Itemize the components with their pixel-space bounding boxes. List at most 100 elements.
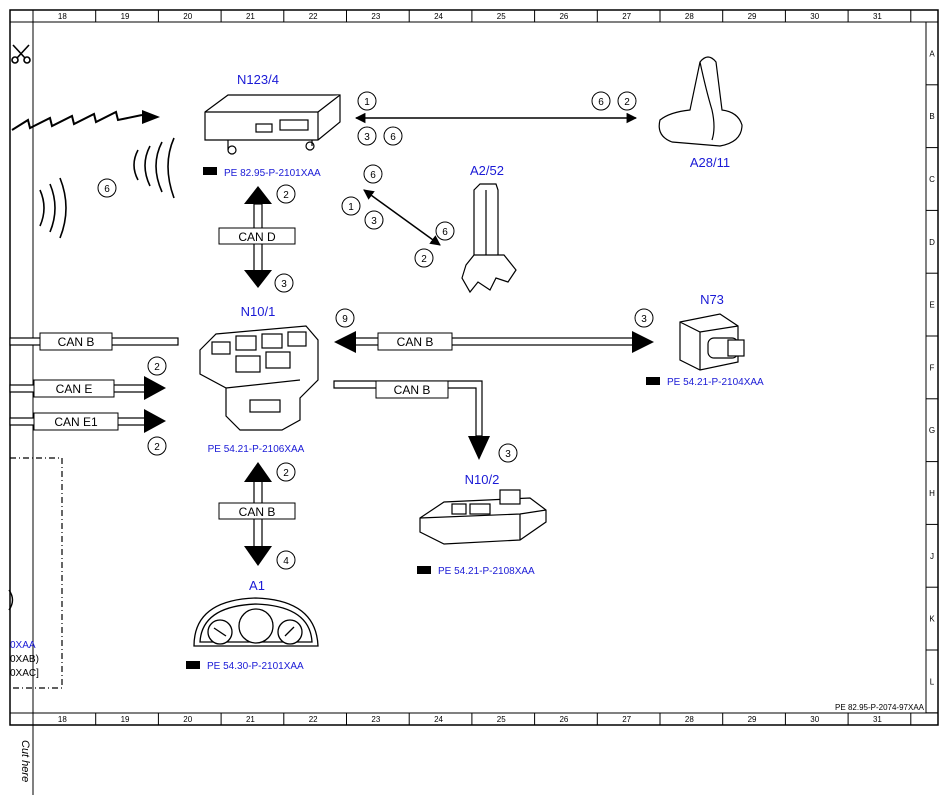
ruler-number: 18	[58, 12, 67, 21]
n123-4-ref: PE 82.95-P-2101XAA	[224, 168, 321, 179]
marker: 2	[283, 468, 289, 479]
bottom-ruler: 18 19 20 21 22 23 24 25 26 27 28 29 30 31	[58, 715, 883, 724]
ruler-number: 23	[371, 12, 380, 21]
ruler-number: 21	[246, 12, 255, 21]
marker: 6	[390, 132, 396, 143]
n10-2-label: N10/2	[465, 472, 500, 487]
row-letter: C	[929, 175, 935, 184]
marker: 1	[348, 202, 354, 213]
left-ref-1: 0XAA	[10, 640, 36, 651]
ruler-number: 29	[748, 715, 757, 724]
row-letter: G	[929, 426, 935, 435]
marker: 4	[283, 556, 289, 567]
wireless-signal-icon	[11, 110, 143, 131]
ruler-number: 22	[309, 715, 318, 724]
left-ref-3: 0XAC]	[10, 668, 39, 679]
can-b-bottom-bus: CAN B	[218, 462, 296, 566]
a2-52-label: A2/52	[470, 163, 504, 178]
row-letter: F	[930, 363, 935, 372]
can-e-bus: CAN E	[9, 376, 166, 400]
marker: 2	[283, 190, 289, 201]
partial-box	[10, 457, 63, 689]
ruler-number: 20	[183, 715, 192, 724]
ruler-number: 23	[371, 715, 380, 724]
row-letter: D	[929, 238, 935, 247]
ruler-number: 18	[58, 715, 67, 724]
can-b-down-bus: CAN B	[333, 380, 490, 460]
n123-4-module-icon	[204, 94, 341, 155]
a2-52-component-icon	[461, 183, 517, 294]
ruler-number: 26	[559, 12, 568, 21]
marker: 3	[505, 449, 511, 460]
ruler-number: 26	[559, 715, 568, 724]
n10-1-label: N10/1	[241, 304, 276, 319]
n10-1-module-icon	[199, 325, 319, 431]
row-letter: B	[929, 112, 934, 121]
ruler-number: 24	[434, 12, 443, 21]
marker: 2	[624, 97, 630, 108]
drawing-frame	[9, 9, 939, 726]
top-ruler: 18 19 20 21 22 23 24 25 26 27 28 29 30 31	[58, 12, 883, 21]
radio-waves-icon	[39, 137, 175, 239]
marker-wireless: 6	[104, 184, 110, 195]
ruler-number: 19	[121, 715, 130, 724]
ruler-number: 20	[183, 12, 192, 21]
row-letter: J	[930, 552, 934, 561]
marker: 9	[342, 314, 348, 325]
can-b-down-label: CAN B	[394, 383, 431, 397]
ruler-number: 28	[685, 12, 694, 21]
can-e-label: CAN E	[56, 382, 93, 396]
row-letter: H	[929, 489, 935, 498]
a28-11-label: A28/11	[690, 155, 730, 170]
row-letter: E	[929, 301, 934, 310]
ruler-number: 30	[810, 12, 819, 21]
ruler-number: 30	[810, 715, 819, 724]
marker: 3	[364, 132, 370, 143]
ruler-number: 29	[748, 12, 757, 21]
marker: 6	[598, 97, 604, 108]
ruler-number: 22	[309, 12, 318, 21]
n73-ref: PE 54.21-P-2104XAA	[667, 377, 764, 388]
marker: 1	[364, 97, 370, 108]
n10-1-ref: PE 54.21-P-2106XAA	[208, 444, 305, 455]
ruler-number: 24	[434, 715, 443, 724]
ruler-number: 21	[246, 715, 255, 724]
can-b-left-bus: CAN B	[9, 332, 179, 351]
a1-ref: PE 54.30-P-2101XAA	[207, 661, 304, 672]
n73-label: N73	[700, 292, 724, 307]
marker: 3	[641, 314, 647, 325]
ruler-number: 27	[622, 12, 631, 21]
can-b-bottom-label: CAN B	[239, 505, 276, 519]
marker: 6	[442, 227, 448, 238]
n123-4-label: N123/4	[237, 72, 279, 87]
ruler-number: 31	[873, 12, 882, 21]
can-b-left-label: CAN B	[58, 335, 95, 349]
n10-2-module-icon	[419, 489, 547, 545]
ruler-number: 25	[497, 715, 506, 724]
n73-switch-icon	[679, 313, 745, 371]
marker: 3	[371, 216, 377, 227]
can-e1-bus: CAN E1	[9, 409, 166, 433]
marker: 2	[421, 254, 427, 265]
ruler-number: 28	[685, 715, 694, 724]
left-ref-2: 0XAB)	[10, 654, 39, 665]
ruler-number: 31	[873, 715, 882, 724]
footer-ref: PE 82.95-P-2074-97XAA	[835, 703, 925, 712]
ruler-number: 25	[497, 12, 506, 21]
ruler-number: 27	[622, 715, 631, 724]
marker: 3	[281, 279, 287, 290]
scissors-icon	[11, 44, 31, 64]
can-d-bus: CAN D	[218, 186, 296, 288]
row-letter: L	[930, 677, 935, 686]
ruler-number: 19	[121, 12, 130, 21]
a1-label: A1	[249, 578, 265, 593]
can-e1-label: CAN E1	[54, 415, 98, 429]
link-a2-52	[363, 189, 441, 246]
n10-2-ref: PE 54.21-P-2108XAA	[438, 566, 535, 577]
a1-instrument-cluster-icon	[193, 597, 319, 647]
can-b-right-label: CAN B	[397, 335, 434, 349]
a28-11-antenna-icon	[658, 56, 743, 147]
can-b-right-bus: CAN B	[334, 331, 654, 353]
